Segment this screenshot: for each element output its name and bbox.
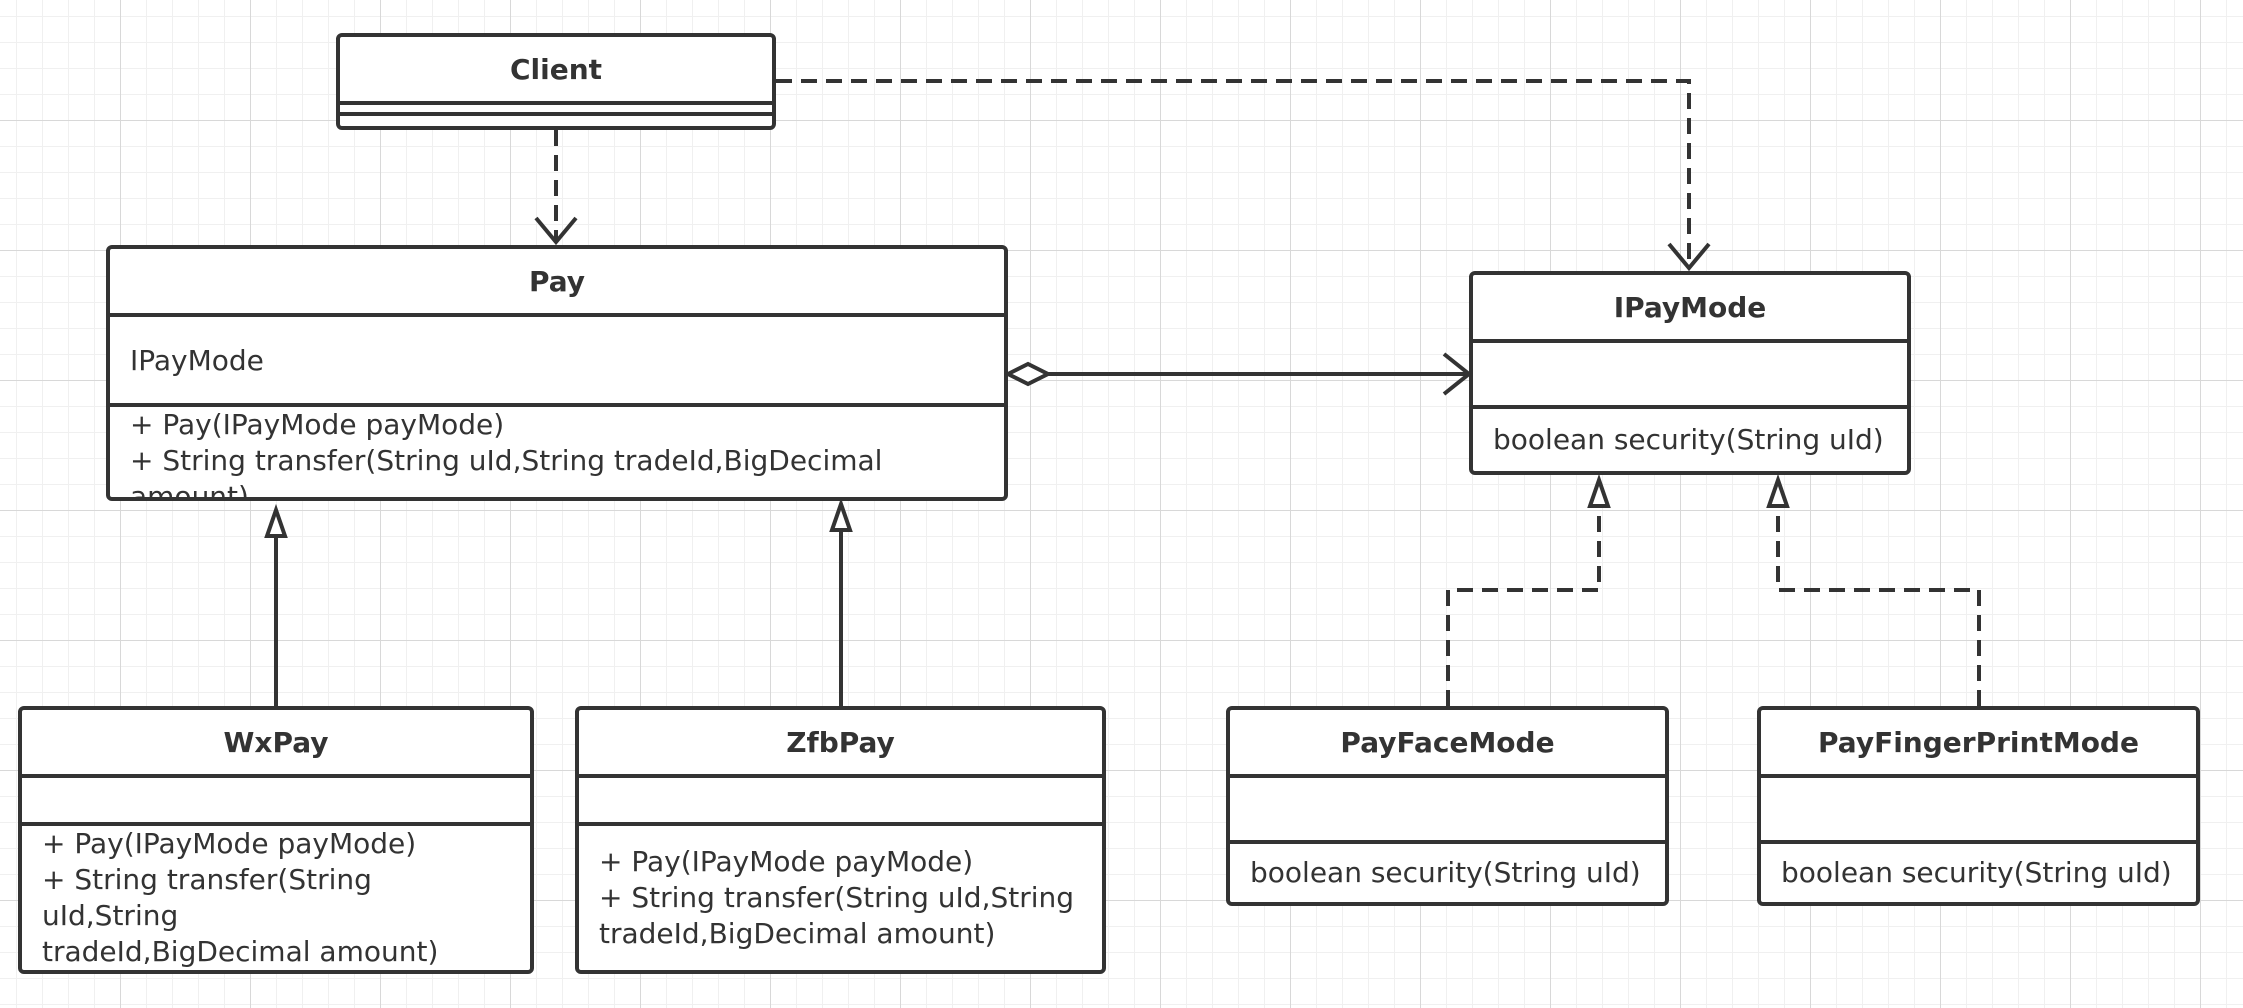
operation: + Pay(IPayMode payMode)	[130, 408, 505, 441]
operation: boolean security(String uId)	[1781, 856, 2172, 889]
class-attributes-compartment: IPayMode	[110, 317, 1004, 407]
class-name: PayFingerPrintMode	[1761, 710, 2196, 778]
edge-payfacemode-ipaymode-realization	[1446, 473, 1611, 706]
class-operations-compartment: + Pay(IPayMode payMode) + String transfe…	[110, 407, 1004, 501]
class-operations-compartment: + Pay(IPayMode payMode) + String transfe…	[579, 826, 1102, 970]
class-operations-compartment: boolean security(String uId)	[1230, 844, 1665, 902]
class-operations-compartment: boolean security(String uId)	[1761, 844, 2196, 902]
class-name: WxPay	[22, 710, 530, 778]
edge-pay-ipaymode-aggregation	[1003, 352, 1473, 396]
operation: tradeId,BigDecimal amount)	[42, 935, 439, 968]
class-name: ZfbPay	[579, 710, 1102, 778]
class-zfbpay[interactable]: ZfbPay + Pay(IPayMode payMode) + String …	[575, 706, 1106, 974]
edge-zfbpay-pay-generalization	[829, 497, 853, 706]
class-attributes-compartment	[22, 778, 530, 826]
class-attributes-compartment	[1230, 778, 1665, 844]
class-client[interactable]: Client	[336, 33, 776, 130]
class-wxpay[interactable]: WxPay + Pay(IPayMode payMode) + String t…	[18, 706, 534, 974]
operation: boolean security(String uId)	[1493, 423, 1884, 456]
class-payfingerprintmode[interactable]: PayFingerPrintMode boolean security(Stri…	[1757, 706, 2200, 906]
class-name: Client	[340, 37, 772, 105]
class-pay[interactable]: Pay IPayMode + Pay(IPayMode payMode) + S…	[106, 245, 1008, 501]
operation: + Pay(IPayMode payMode)	[599, 845, 974, 878]
class-payfacemode[interactable]: PayFaceMode boolean security(String uId)	[1226, 706, 1669, 906]
operation: + String transfer(String uId,String trad…	[130, 444, 883, 501]
class-attributes-compartment	[1473, 343, 1907, 409]
class-operations-compartment: + Pay(IPayMode payMode) + String transfe…	[22, 826, 530, 970]
class-name: PayFaceMode	[1230, 710, 1665, 778]
edge-client-pay-dependency	[534, 130, 578, 246]
class-name: IPayMode	[1473, 275, 1907, 343]
class-ipaymode[interactable]: IPayMode boolean security(String uId)	[1469, 271, 1911, 475]
attribute-ipaymode: IPayMode	[130, 343, 264, 377]
operation: + Pay(IPayMode payMode)	[42, 827, 417, 860]
class-attributes-compartment	[579, 778, 1102, 826]
operation: boolean security(String uId)	[1250, 856, 1641, 889]
operation: + String transfer(String uId,String	[599, 881, 1075, 914]
class-attributes-compartment	[1761, 778, 2196, 844]
class-attributes-compartment	[340, 105, 772, 116]
operation: + String transfer(String uId,String	[42, 863, 372, 932]
operation: tradeId,BigDecimal amount)	[599, 917, 996, 950]
class-operations-compartment	[340, 116, 772, 126]
edge-payfingerprintmode-ipaymode-realization	[1766, 473, 1981, 706]
class-operations-compartment: boolean security(String uId)	[1473, 409, 1907, 471]
edge-wxpay-pay-generalization	[264, 503, 288, 706]
edge-client-ipaymode-dependency	[776, 79, 1711, 272]
class-name: Pay	[110, 249, 1004, 317]
